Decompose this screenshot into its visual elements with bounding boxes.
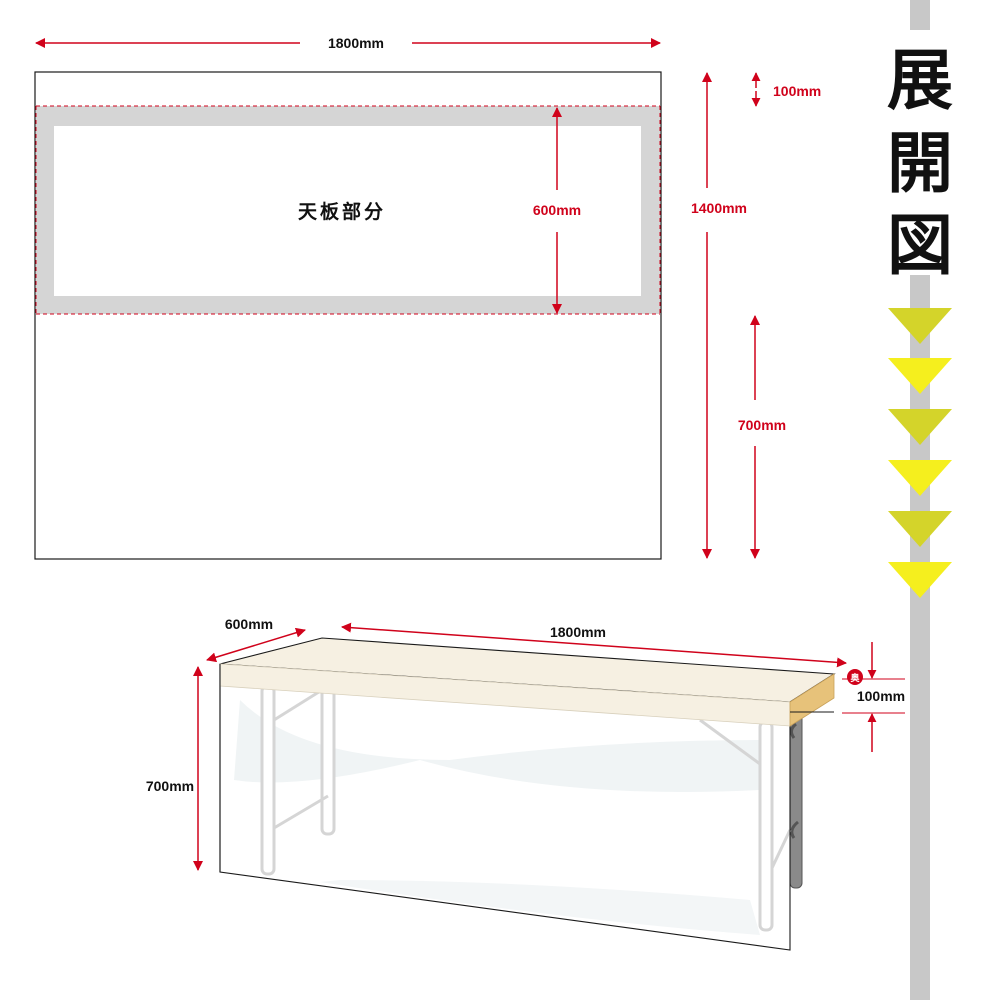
- title-char-1: 展: [887, 42, 953, 119]
- tabletop-side-edge: [789, 673, 835, 727]
- down-arrow-3: [888, 409, 952, 445]
- cloth-shading: [234, 700, 760, 792]
- title-char-2: 開: [887, 125, 953, 202]
- table-width-arrow: [341, 622, 847, 668]
- front-legs: [260, 684, 792, 932]
- tabletop-label: 天板部分: [298, 200, 386, 223]
- down-arrow-2: [888, 358, 952, 394]
- table-height-label: 700mm: [146, 778, 194, 794]
- cloth-outline: [34, 71, 662, 560]
- table-width-label: 1800mm: [550, 624, 606, 640]
- top-margin-label: 100mm: [773, 83, 821, 99]
- back-marker: [847, 669, 863, 685]
- back-leg-hook-lower: [790, 820, 799, 839]
- back-marker-label: 奥: [849, 672, 860, 684]
- depth-label: 600mm: [225, 616, 273, 632]
- cloth-shading-lower: [320, 880, 760, 935]
- down-arrow-5: [888, 511, 952, 547]
- down-arrow-4: [888, 460, 952, 496]
- front-drop-label: 700mm: [738, 417, 786, 433]
- tabletop-height-label: 600mm: [533, 202, 581, 218]
- depth-arrow: [206, 627, 306, 663]
- back-leg-hook: [789, 722, 797, 739]
- back-leg: [789, 711, 803, 889]
- down-arrow-1: [888, 308, 952, 344]
- down-arrow-6: [888, 562, 952, 598]
- width-label: 1800mm: [328, 35, 384, 51]
- title-char-3: 図: [887, 207, 953, 284]
- title-background: [880, 30, 960, 275]
- total-height-label: 1400mm: [691, 200, 747, 216]
- back-drop-label: 100mm: [857, 688, 905, 704]
